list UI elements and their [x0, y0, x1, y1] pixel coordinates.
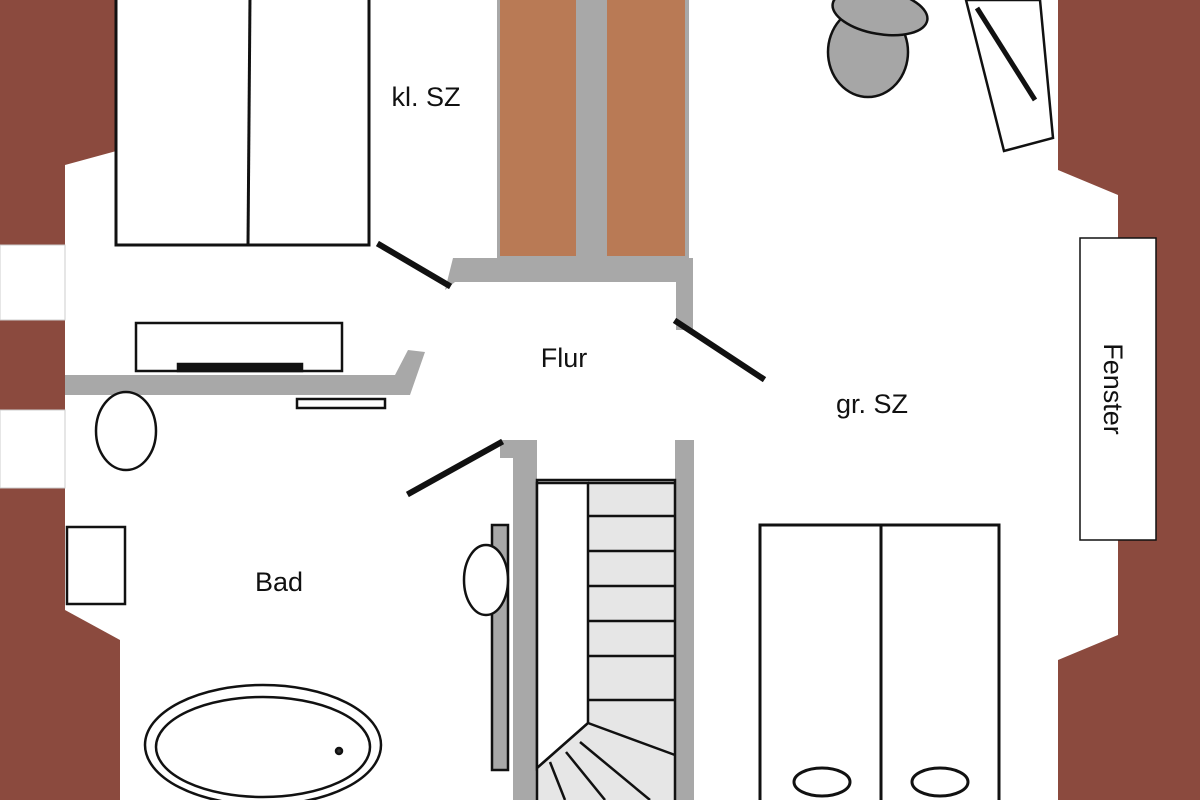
bathroom-cabinet-handle — [176, 362, 304, 373]
hall-top-wall — [445, 258, 693, 330]
wash-basin — [462, 543, 510, 617]
room-labels: kl. SZ Flur gr. SZ Bad — [255, 82, 908, 597]
left-window-lower — [0, 409, 66, 489]
left-lower-wall-slope — [65, 610, 120, 800]
bathroom-sink — [94, 390, 158, 472]
chimney — [497, 0, 689, 258]
left-outer-wall — [0, 0, 120, 800]
bathroom-fixtures — [65, 321, 510, 800]
chimney-flue-right — [607, 0, 685, 256]
stair-left-wall — [500, 440, 537, 800]
wardrobe-small-bedroom — [114, 0, 371, 247]
bathtub-drain — [334, 746, 344, 756]
room-label-hall: Flur — [541, 343, 588, 373]
bathroom-shelf — [295, 397, 387, 410]
bathroom-top-wall — [65, 350, 425, 395]
doors — [375, 240, 767, 498]
room-label-large-bedroom: gr. SZ — [836, 389, 908, 419]
toilet — [826, 0, 929, 99]
chimney-flue-left — [500, 0, 576, 256]
inner-walls — [65, 258, 694, 800]
door-large-bedroom — [672, 317, 767, 383]
room-label-small-bedroom: kl. SZ — [391, 82, 460, 112]
corner-shelf — [964, 0, 1055, 153]
wardrobe-large-bedroom — [758, 523, 1001, 800]
staircase — [535, 478, 677, 800]
door-small-bedroom — [375, 240, 453, 290]
stair-well — [535, 481, 590, 771]
room-label-bathroom: Bad — [255, 567, 303, 597]
left-window-upper — [0, 244, 66, 321]
right-window: Fenster — [1079, 237, 1157, 541]
bathtub-inner — [154, 695, 372, 799]
window-label: Fenster — [1098, 343, 1128, 435]
bathroom-side-cabinet — [65, 525, 127, 606]
door-bathroom — [405, 438, 505, 498]
stair-right-wall — [675, 440, 694, 800]
